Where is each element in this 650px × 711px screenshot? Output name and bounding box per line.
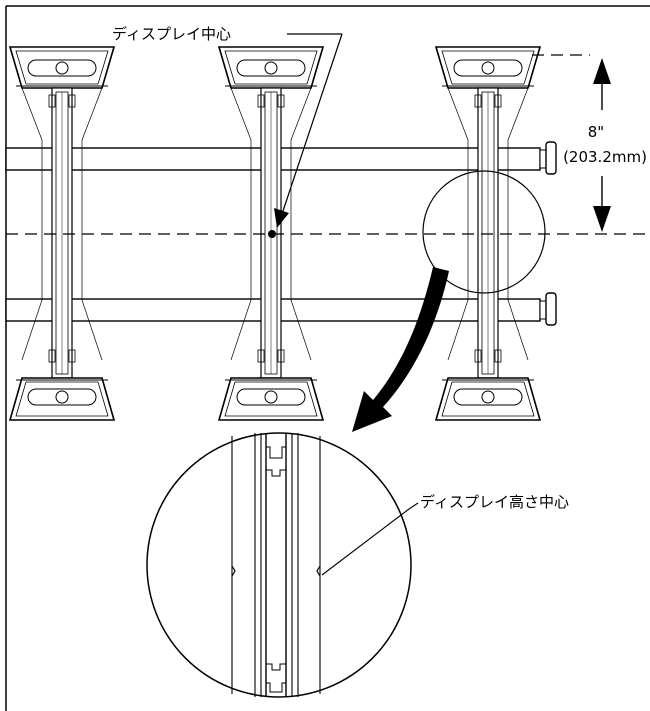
dimension-inches: 8": [588, 123, 604, 141]
display-height-center-label: ディスプレイ高さ中心: [420, 493, 569, 511]
detail-source-circle: [422, 170, 546, 294]
dimension-arrow: [593, 58, 611, 232]
zoom-arrow: [352, 267, 449, 432]
detail-zoom-circle: [146, 432, 412, 698]
display-center-label: ディスプレイ中心: [112, 25, 231, 43]
dimension-mm: (203.2mm): [563, 148, 647, 166]
display-center-marker: [268, 230, 276, 238]
height-center-leader: [321, 502, 419, 576]
display-center-leader: [274, 33, 343, 228]
